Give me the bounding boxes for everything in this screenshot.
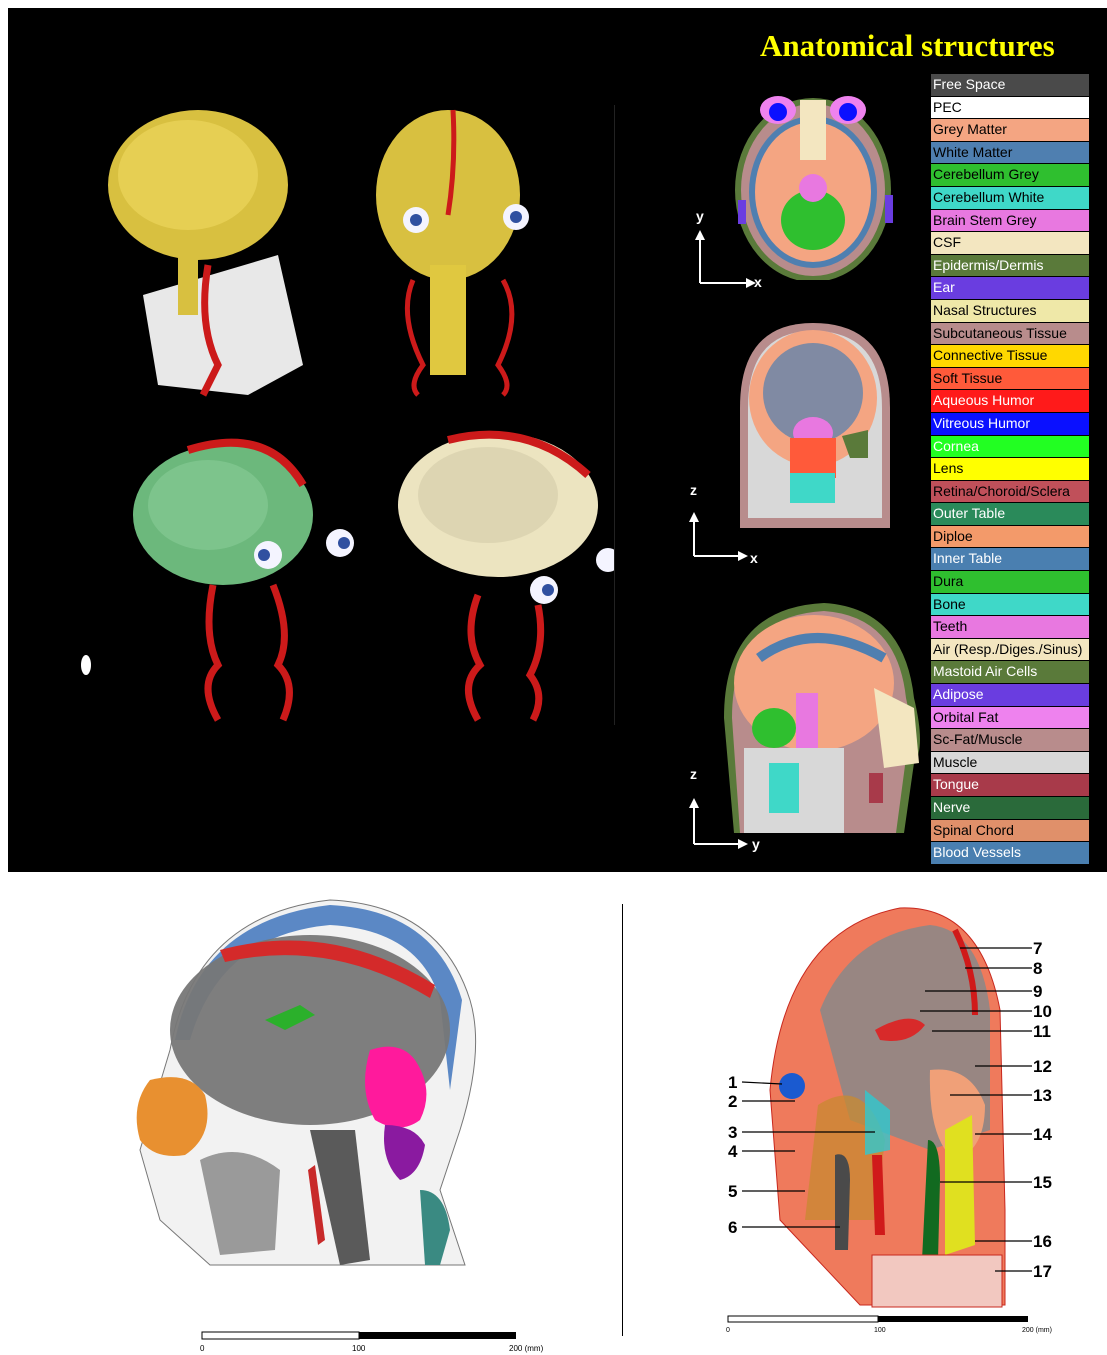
callout-8: 8 [1033, 959, 1042, 978]
legend-item: Cerebellum Grey [931, 164, 1089, 187]
legend-item: White Matter [931, 142, 1089, 165]
callout-9: 9 [1033, 982, 1042, 1001]
legend-item: Orbital Fat [931, 707, 1089, 730]
callout-10: 10 [1033, 1002, 1052, 1021]
coronal-axis-x-label: x [750, 550, 758, 566]
callout-5: 5 [728, 1182, 737, 1201]
callout-15: 15 [1033, 1173, 1052, 1192]
callout-17: 17 [1033, 1262, 1052, 1281]
coronal-axis-z-label: z [690, 482, 697, 498]
callout-6: 6 [728, 1218, 737, 1237]
callout-11: 11 [1033, 1022, 1051, 1041]
render-brain-cream [398, 433, 614, 720]
panel-divider [622, 904, 623, 1336]
legend-item: Free Space [931, 74, 1089, 97]
callout-1: 1 [728, 1073, 737, 1092]
legend-item: Dura [931, 571, 1089, 594]
scale-right-tick-100: 100 [874, 1327, 886, 1334]
legend-item: Soft Tissue [931, 368, 1089, 391]
legend-item: Brain Stem Grey [931, 210, 1089, 233]
legend-item: Adipose [931, 684, 1089, 707]
legend-item: Ear [931, 277, 1089, 300]
figure-title: Anatomical structures [760, 28, 1055, 64]
coronal-axes [684, 498, 774, 568]
anatomy-figure-panel: Anatomical structures [8, 8, 1107, 872]
sagittal-axes [684, 786, 774, 856]
scale-right-tick-0: 0 [726, 1327, 730, 1334]
legend-item: Air (Resp./Diges./Sinus) [931, 639, 1089, 662]
callout-14: 14 [1033, 1125, 1052, 1144]
legend-item: Inner Table [931, 548, 1089, 571]
legend-item: Retina/Choroid/Sclera [931, 481, 1089, 504]
sagittal-axis-z-label: z [690, 766, 697, 782]
callout-4: 4 [728, 1142, 738, 1161]
scale-left-tick-100: 100 [352, 1344, 366, 1353]
legend-item: Connective Tissue [931, 345, 1089, 368]
legend-item: Spinal Chord [931, 820, 1089, 843]
legend-item: Vitreous Humor [931, 413, 1089, 436]
legend-item: Tongue [931, 774, 1089, 797]
callout-13: 13 [1033, 1086, 1052, 1105]
legend-item: Cornea [931, 436, 1089, 459]
legend-item: Lens [931, 458, 1089, 481]
head-mesh-model-right: 1 2 3 4 5 6 7 8 9 10 11 12 13 14 15 16 1… [700, 890, 1100, 1350]
scale-left-tick-0: 0 [200, 1344, 205, 1353]
legend-item: PEC [931, 97, 1089, 120]
render-brain-skull-lateral [108, 110, 303, 395]
legend-item: Nasal Structures [931, 300, 1089, 323]
callout-7: 7 [1033, 939, 1042, 958]
legend-item: Aqueous Humor [931, 390, 1089, 413]
callout-2: 2 [728, 1092, 737, 1111]
scale-left-tick-200: 200 (mm) [509, 1344, 544, 1353]
head-mesh-model-left [100, 890, 570, 1350]
axial-axis-x-label: x [754, 274, 762, 290]
callout-16: 16 [1033, 1232, 1052, 1251]
axial-axis-y-label: y [696, 208, 704, 224]
head-3d-renders [68, 105, 615, 725]
render-skull-frontal [376, 110, 529, 395]
scale-bar-right: 0 100 200 (mm) [722, 1312, 1072, 1336]
legend-item: Bone [931, 594, 1089, 617]
callout-3: 3 [728, 1123, 737, 1142]
legend-item: Nerve [931, 797, 1089, 820]
legend-item: CSF [931, 232, 1089, 255]
render-brain-green [81, 443, 354, 720]
legend-item: Subcutaneous Tissue [931, 323, 1089, 346]
legend-item: Sc-Fat/Muscle [931, 729, 1089, 752]
callout-12: 12 [1033, 1057, 1052, 1076]
legend-item: Outer Table [931, 503, 1089, 526]
legend-item: Muscle [931, 752, 1089, 775]
legend-item: Mastoid Air Cells [931, 661, 1089, 684]
scale-bar-left: 0 100 200 (mm) [195, 1326, 565, 1353]
sagittal-axis-y-label: y [752, 836, 760, 852]
legend-item: Diploe [931, 526, 1089, 549]
legend-item: Cerebellum White [931, 187, 1089, 210]
legend-item: Blood Vessels [931, 842, 1089, 865]
legend-item: Teeth [931, 616, 1089, 639]
legend-item: Grey Matter [931, 119, 1089, 142]
legend-item: Epidermis/Dermis [931, 255, 1089, 278]
scale-right-tick-200: 200 (mm) [1022, 1327, 1052, 1334]
